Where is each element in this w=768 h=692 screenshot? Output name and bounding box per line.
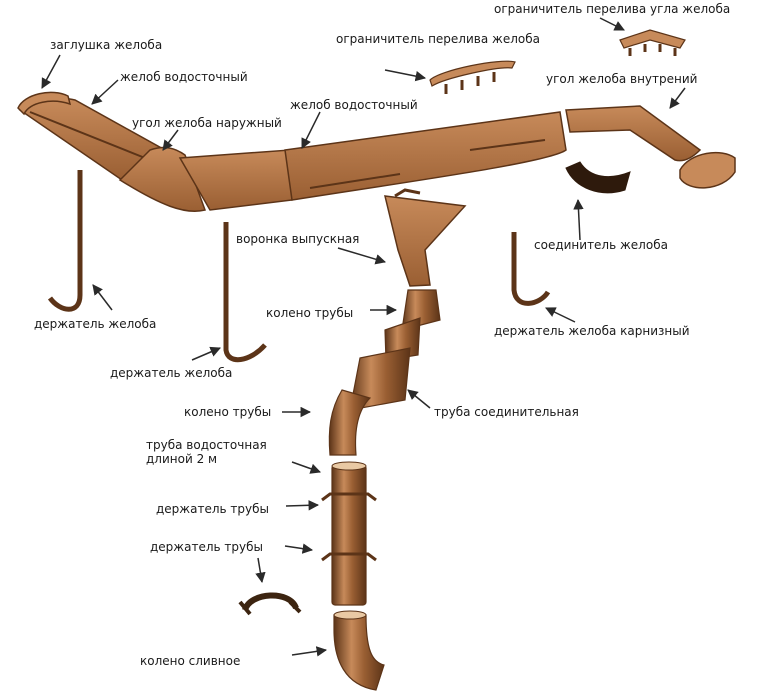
label-pipe-holder-1: держатель трубы (156, 502, 269, 516)
outlet-funnel-part (384, 188, 467, 287)
overflow-limiter-part (429, 60, 516, 94)
inner-corner-part (565, 105, 702, 162)
corner-overflow-limiter-part (619, 29, 686, 56)
drain-elbow-part (333, 610, 385, 691)
gutter-main-part (284, 111, 567, 201)
label-gutter-main: желоб водосточный (290, 98, 418, 112)
bracket-center-part (223, 222, 267, 362)
outer-corner-part (118, 146, 293, 212)
gutter-connector-part (565, 161, 631, 194)
pipe-assembly-part (321, 289, 441, 606)
label-drain-elbow: колено сливное (140, 654, 241, 668)
label-pipe-elbow-upper: колено трубы (266, 306, 354, 320)
second-end-cap-part (679, 151, 736, 189)
label-end-cap: заглушка желоба (50, 38, 163, 52)
label-pipe-connector: труба соединительная (434, 405, 579, 419)
label-pipe-holder-2: держатель трубы (150, 540, 263, 554)
label-fascia-bracket: держатель желоба карнизный (494, 324, 690, 338)
label-outlet-funnel: воронка выпускная (236, 232, 360, 246)
fascia-bracket-part (511, 232, 551, 306)
label-overflow-limiter: ограничитель перелива желоба (336, 32, 540, 46)
label-bracket-left: держатель желоба (34, 317, 157, 331)
bracket-left-part (47, 170, 83, 312)
label-gutter-connector: соединитель желоба (534, 238, 668, 252)
label-downpipe: труба водосточная длиной 2 м (146, 438, 267, 466)
loose-pipe-holder-part (238, 592, 302, 616)
end-cap-part (17, 91, 72, 116)
label-gutter-left: желоб водосточный (120, 70, 248, 84)
label-bracket-center: держатель желоба (110, 366, 233, 380)
label-corner-overflow-limiter: ограничитель перелива угла желоба (494, 2, 731, 16)
label-pipe-elbow-lower: колено трубы (184, 405, 272, 419)
label-inner-corner: угол желоба внутрений (546, 72, 698, 86)
label-outer-corner: угол желоба наружный (132, 116, 282, 130)
callout-arrows (41, 17, 686, 657)
